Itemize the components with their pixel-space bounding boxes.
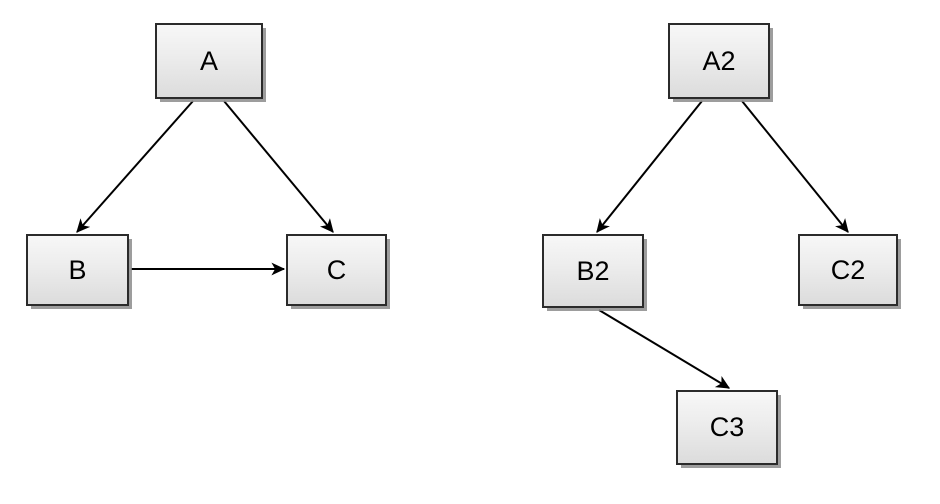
node-c2[interactable]: C2 <box>798 234 898 306</box>
node-c[interactable]: C <box>286 234 387 306</box>
edge-b2-to-c3[interactable] <box>598 309 731 389</box>
node-label-c3: C3 <box>709 412 745 442</box>
node-label-a2: A2 <box>702 45 736 76</box>
node-label-c2: C2 <box>830 254 866 285</box>
node-label-b: B <box>68 254 87 285</box>
edge-a-to-b[interactable] <box>76 100 194 233</box>
edge-a2-to-c2[interactable] <box>741 100 849 233</box>
edges-group <box>76 100 849 389</box>
node-a2[interactable]: A2 <box>668 23 770 99</box>
edge-a-to-c[interactable] <box>223 100 334 233</box>
node-b[interactable]: B <box>26 234 129 306</box>
node-label-c: C <box>326 254 347 285</box>
node-a[interactable]: A <box>155 23 263 99</box>
node-label-b2: B2 <box>576 255 610 286</box>
node-b2[interactable]: B2 <box>542 234 644 308</box>
node-c3[interactable]: C3 <box>676 390 778 465</box>
node-label-a: A <box>199 45 218 76</box>
edge-a2-to-b2[interactable] <box>596 100 703 233</box>
